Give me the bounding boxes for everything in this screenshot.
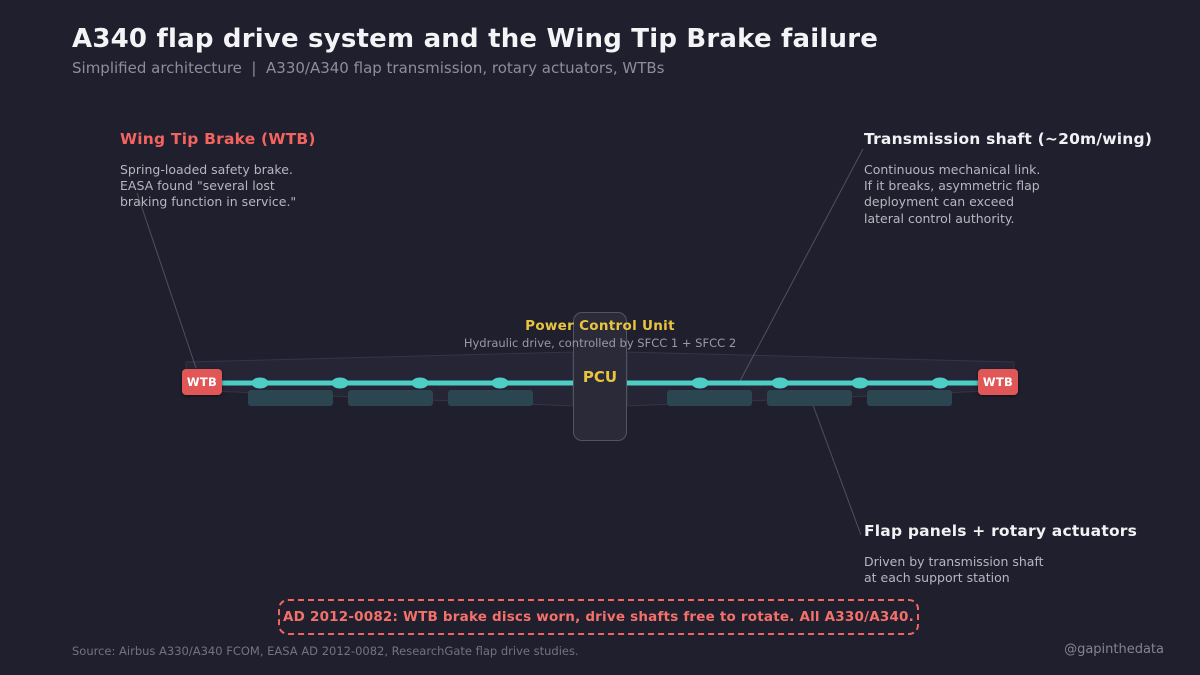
annotation-connector-line: [739, 148, 864, 382]
annotation-connector-line: [809, 396, 862, 536]
author-handle: @gapinthedata: [1064, 642, 1164, 657]
flap-panel: [867, 390, 952, 406]
flap-panel: [348, 390, 433, 406]
flap-panel: [767, 390, 852, 406]
rotary-actuator-dot: [851, 377, 869, 389]
flap-panel: [448, 390, 533, 406]
rotary-actuator-dot: [691, 377, 709, 389]
annotation-shaft-title: Transmission shaft (~20m/wing): [864, 130, 1153, 148]
rotary-actuator-dot: [251, 377, 269, 389]
wtb-box-left: WTB: [182, 369, 222, 395]
rotary-actuator-dot: [331, 377, 349, 389]
annotation-wtb-title: Wing Tip Brake (WTB): [120, 130, 316, 148]
rotary-actuator-dot: [411, 377, 429, 389]
wtb-box-right: WTB: [978, 369, 1018, 395]
annotation-wing-tip-brake: Wing Tip Brake (WTB) Spring-loaded safet…: [120, 130, 316, 211]
annotation-shaft-body: Continuous mechanical link. If it breaks…: [864, 162, 1041, 226]
annotation-flaps-body: Driven by transmission shaft at each sup…: [864, 554, 1044, 586]
pcu-box: PCU: [573, 312, 627, 441]
annotation-transmission-shaft: Transmission shaft (~20m/wing) Continuou…: [864, 130, 1152, 227]
airworthiness-directive-callout: AD 2012-0082: WTB brake discs worn, driv…: [278, 599, 919, 635]
rotary-actuator-dot: [491, 377, 509, 389]
annotation-wtb-body: Spring-loaded safety brake. EASA found "…: [120, 162, 297, 210]
ad-callout-text: AD 2012-0082: WTB brake discs worn, driv…: [283, 609, 914, 625]
page-title: A340 flap drive system and the Wing Tip …: [72, 24, 879, 54]
rotary-actuator-dot: [771, 377, 789, 389]
annotation-connector-line: [136, 192, 197, 369]
page-subtitle: Simplified architecture | A330/A340 flap…: [72, 59, 665, 77]
annotation-flaps-title: Flap panels + rotary actuators: [864, 522, 1138, 540]
flap-panel: [667, 390, 752, 406]
annotation-flap-panels: Flap panels + rotary actuators Driven by…: [864, 522, 1137, 586]
rotary-actuator-dot: [931, 377, 949, 389]
source-caption: Source: Airbus A330/A340 FCOM, EASA AD 2…: [72, 644, 579, 658]
flap-panel: [248, 390, 333, 406]
